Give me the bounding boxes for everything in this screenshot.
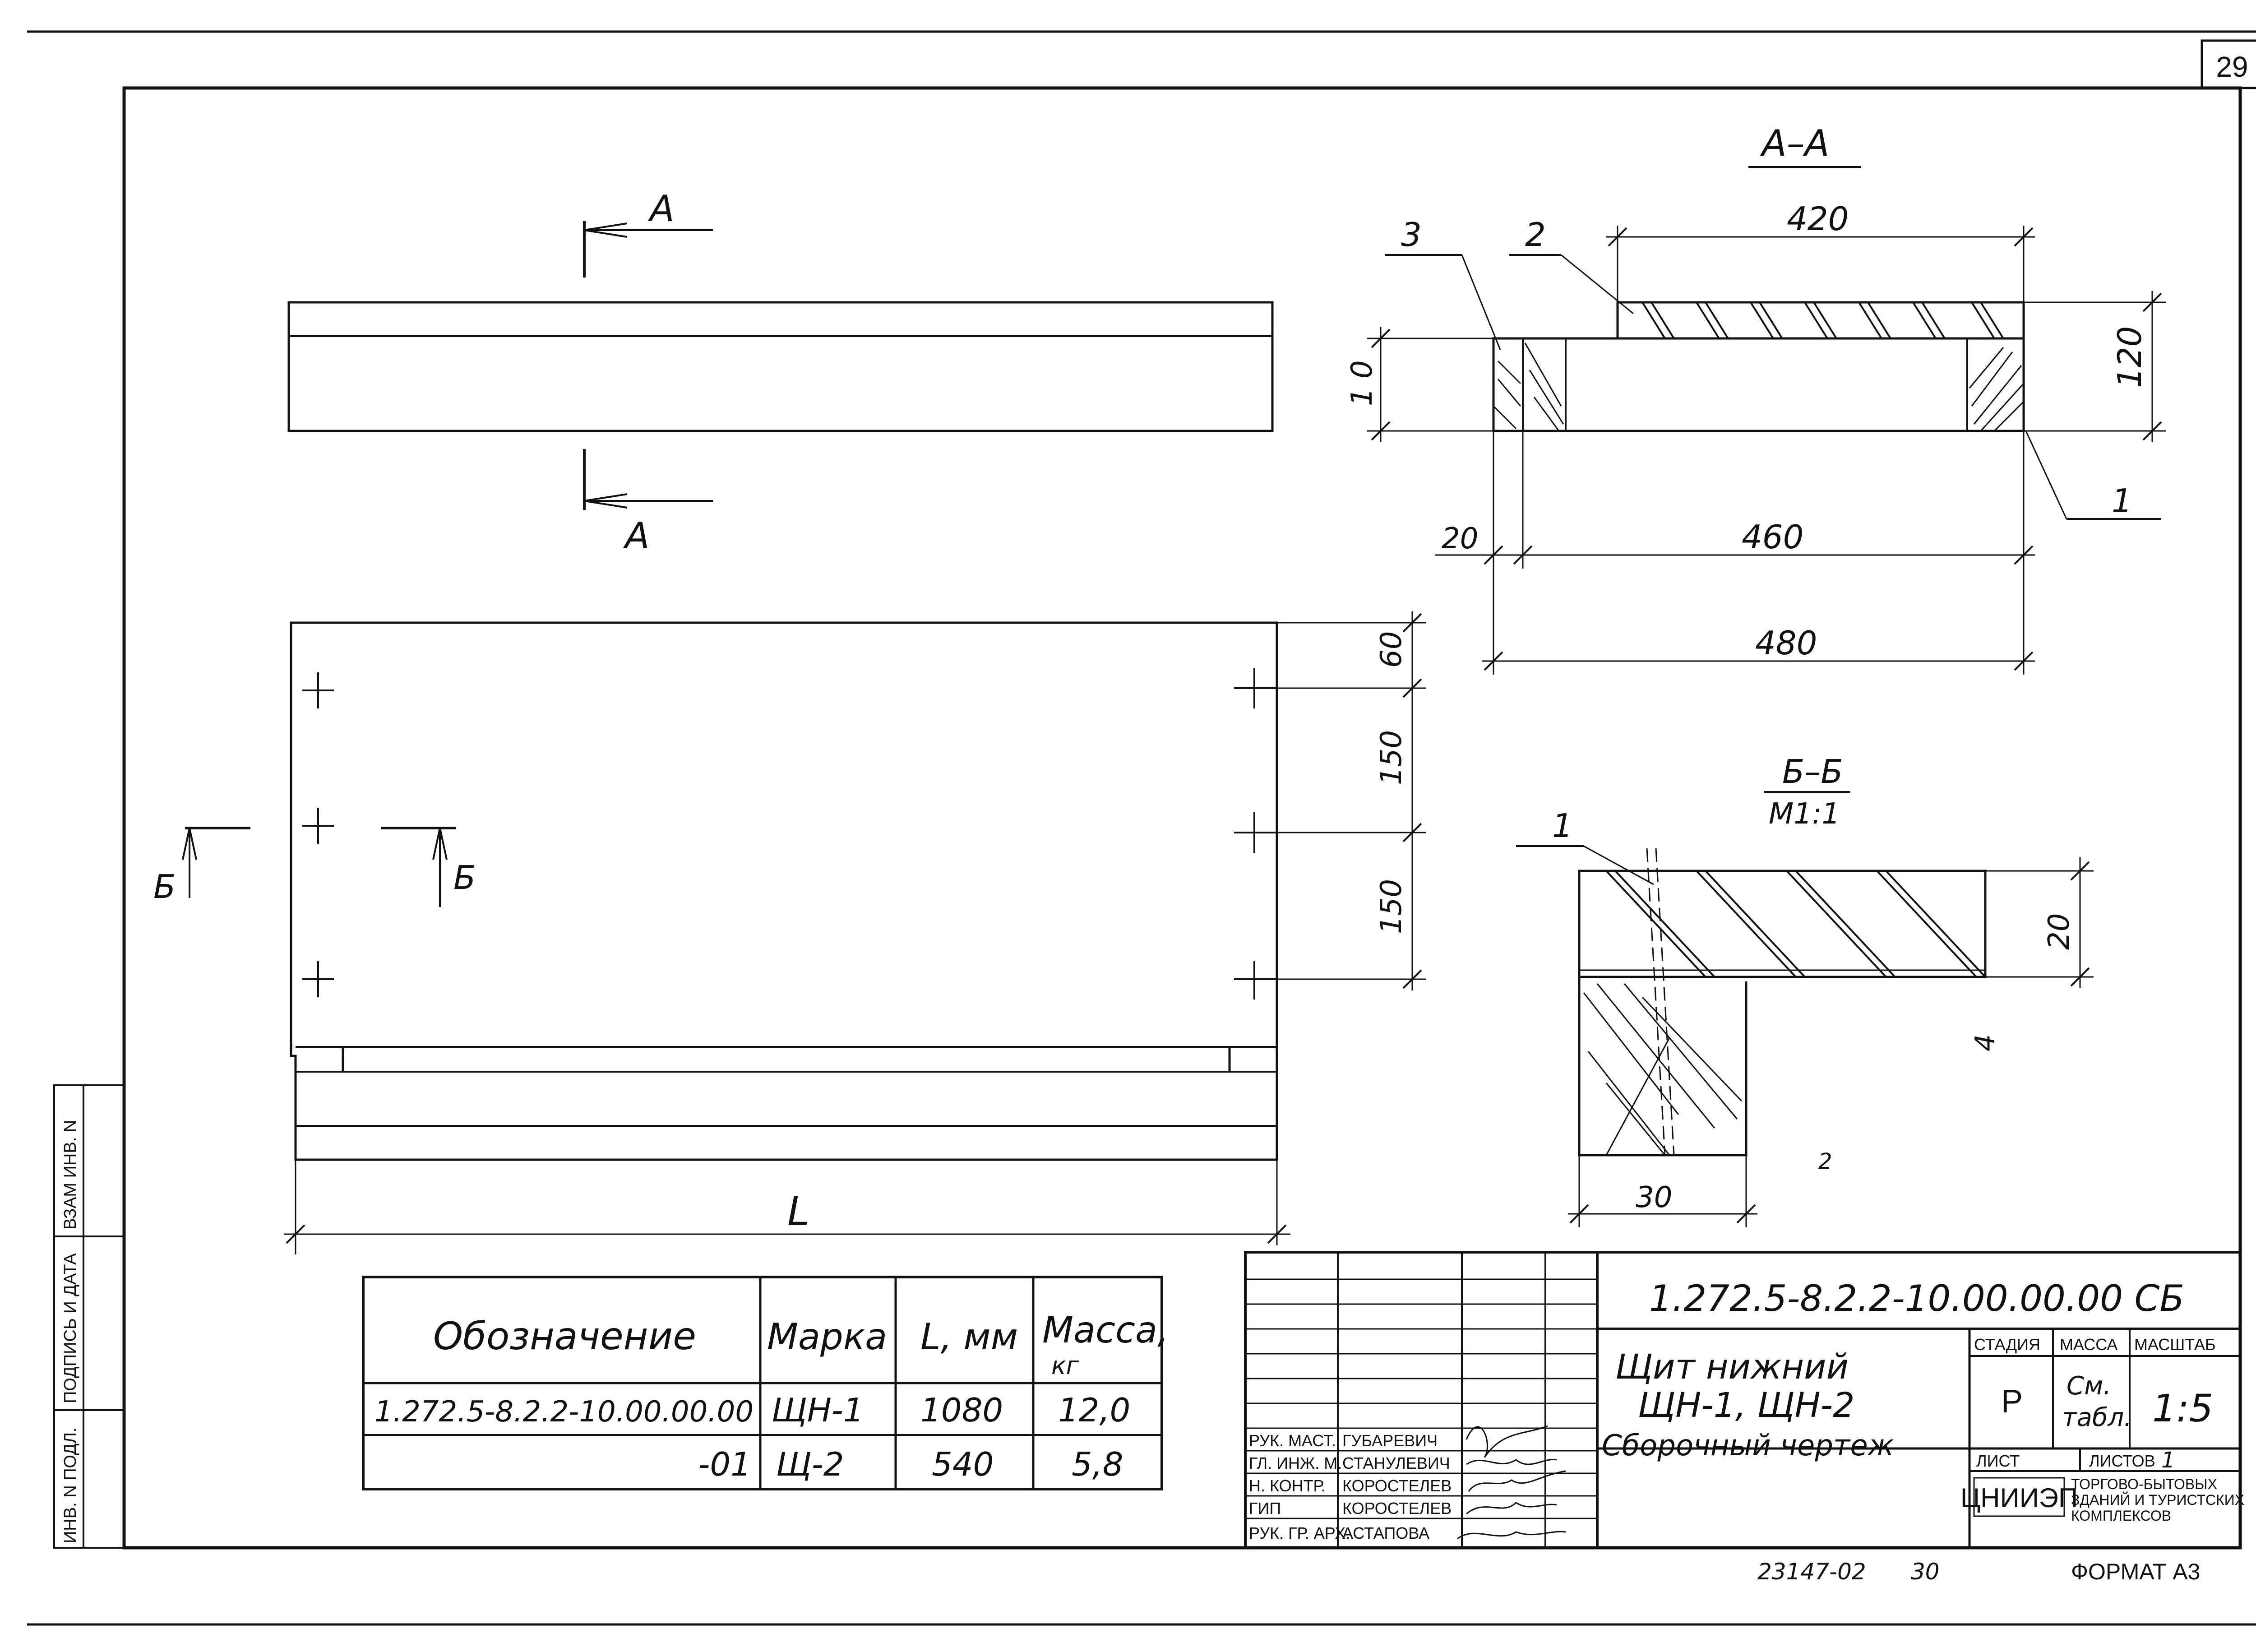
dim-20-b: 20 [2043,913,2076,950]
org-line-2: ЗДАНИЙ И ТУРИСТСКИХ [2071,1492,2244,1508]
table-row: 1.272.5-8.2.2-10.00.00.00 ЩН-1 1080 12,0 [374,1391,1130,1429]
plan-dim-150-top: 150 [1375,730,1408,785]
stage-value: Р [2001,1384,2023,1420]
role-label: РУК. МАСТ. [1249,1431,1336,1450]
header-designation: Обозначение [433,1314,696,1358]
nail-marks [302,668,1277,1000]
sheet-number-box: 29 [2201,39,2256,89]
row-length: 540 [932,1445,994,1483]
sheet-label: ЛИСТ [1976,1452,2020,1470]
scale-label: МАСШТАБ [2134,1335,2216,1354]
role-label: Н. КОНТР. [1249,1476,1326,1495]
section-b-marker-left: Б [153,868,176,906]
org-logo: ЦНИИЭП [1960,1483,2078,1513]
dim-20-a: 20 [1442,522,1478,555]
archive-number: 23147-02 [1757,1559,1866,1585]
replacement-inventory-label: ВЗАМ ИНВ. N [61,1120,80,1230]
dim-120: 120 [2111,326,2149,388]
top-elevation-view: А А [287,188,1274,557]
length-dim-label: L [787,1188,809,1235]
title-block: РУК. МАСТ. ГЛ. ИНЖ. М. Н. КОНТР. ГИП РУК… [1244,1251,2244,1549]
format-label: ФОРМАТ А3 [2071,1559,2200,1584]
row-designation: -01 [698,1445,751,1483]
plan-dim-60: 60 [1375,631,1408,668]
footer: 23147-02 30 ФОРМАТ А3 [1757,1559,2200,1585]
row-mark: ЩН-1 [772,1391,864,1429]
title-line-1: Щит нижний [1615,1347,1849,1387]
specification-table: Обозначение Марка L, мм Масса, кг 1.272.… [362,1276,1169,1490]
section-b-marker-right: Б [453,859,476,897]
header-mass-unit: кг [1051,1351,1079,1380]
scale-value: 1:5 [2152,1386,2213,1430]
callout-3: 3 [1401,216,1422,254]
person-name: ГУБАРЕВИЧ [1342,1431,1438,1450]
section-a-title: А–А [1760,122,1829,164]
person-name: АСТАПОВА [1342,1524,1429,1542]
sheet-number: 29 [2216,51,2248,83]
mass-value-1: См. [2066,1371,2111,1401]
row-length: 1080 [920,1391,1003,1429]
title-line-3: Сборочный чертеж [1602,1429,1894,1462]
org-line-3: КОМПЛЕКСОВ [2071,1508,2171,1524]
document-code: 1.272.5-8.2.2-10.00.00.00 СБ [1649,1277,2184,1319]
plan-dim-150-bottom: 150 [1375,879,1408,934]
dim-4: 4 [1969,1034,2001,1051]
role-label: РУК. ГР. АРХ. [1249,1524,1350,1542]
sheets-label: ЛИСТОВ [2089,1452,2155,1470]
row-mark: Щ-2 [776,1445,844,1483]
dim-30: 30 [1636,1181,1672,1214]
callout-2: 2 [1525,216,1546,254]
signature-date-label: ПОДПИСЬ И ДАТА [61,1253,80,1403]
person-name: КОРОСТЕЛЕВ [1342,1476,1452,1495]
section-a-marker-top: А [647,188,675,230]
dim-480: 480 [1755,624,1817,662]
header-length: L, мм [920,1316,1018,1358]
side-stamp: ИНВ. N ПОДЛ. ПОДПИСЬ И ДАТА ВЗАМ ИНВ. N [53,1084,125,1549]
inventory-number-label: ИНВ. N ПОДЛ. [61,1428,80,1543]
row-mass: 12,0 [1058,1391,1130,1429]
dim-10: 1 0 [1345,360,1379,406]
title-line-2: ЩН-1, ЩН-2 [1638,1385,1854,1425]
dim-2: 2 [1818,1149,1832,1174]
role-label: ГИП [1249,1499,1281,1518]
section-b-scale: М1:1 [1769,797,1840,831]
dim-460: 460 [1742,518,1803,556]
role-label: ГЛ. ИНЖ. М. [1249,1454,1342,1472]
sheets-value: 1 [2161,1448,2175,1473]
plan-view: 60 150 150 L Б Б [153,611,1426,1254]
section-a-marker-bottom: А [623,515,650,557]
stage-label: СТАДИЯ [1974,1335,2040,1354]
header-mark: Марка [767,1316,887,1358]
callout-1: 1 [2112,482,2132,520]
mass-value-2: табл. [2062,1403,2132,1432]
section-b-title: Б–Б [1782,753,1843,791]
callout-b-1: 1 [1552,807,1573,845]
dim-420: 420 [1787,200,1849,238]
drawing-frame [122,86,2242,1550]
org-line-1: ТОРГОВО-БЫТОВЫХ [2071,1476,2217,1492]
row-mass: 5,8 [1072,1445,1123,1483]
table-row: -01 Щ-2 540 5,8 [698,1445,1123,1483]
page-number: 30 [1911,1559,1940,1585]
section-a-a: А–А 3 2 1 420 [1345,122,2166,675]
row-designation: 1.272.5-8.2.2-10.00.00.00 [374,1395,754,1429]
person-name: КОРОСТЕЛЕВ [1342,1499,1452,1518]
header-mass: Масса, [1042,1309,1169,1351]
section-b-b: Б–Б М1:1 1 20 4 2 30 [1516,753,2094,1227]
signatures [1457,1425,1566,1540]
mass-label: МАССА [2060,1335,2117,1354]
person-name: СТАНУЛЕВИЧ [1342,1454,1450,1472]
